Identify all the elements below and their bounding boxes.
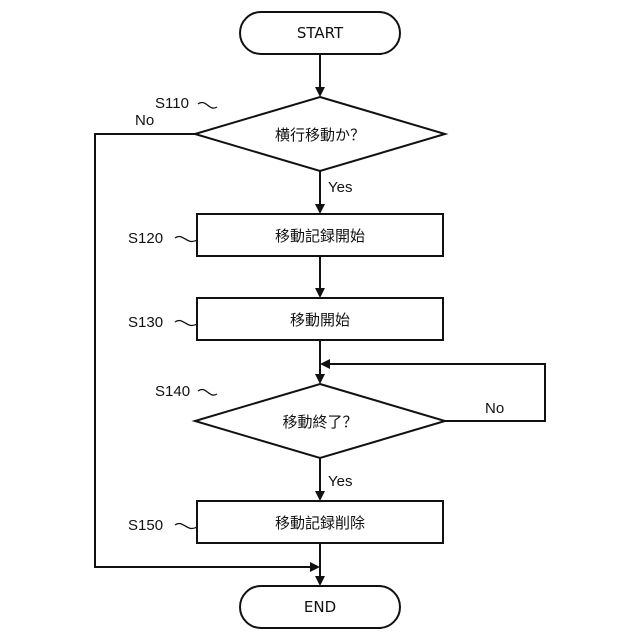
branch-yes-s110: Yes: [328, 179, 352, 196]
decision-s110-text: 横行移動か？: [275, 126, 365, 144]
step-label-s130: S130: [128, 314, 163, 331]
process-s130-text: 移動開始: [290, 311, 350, 329]
leader-s120: [175, 236, 197, 241]
start-label: START: [297, 24, 344, 42]
step-label-s150: S150: [128, 517, 163, 534]
leader-s130: [175, 320, 197, 325]
branch-no-s140: No: [485, 400, 504, 417]
process-s150-text: 移動記録削除: [275, 514, 365, 532]
decision-s140-text: 移動終了？: [282, 413, 357, 431]
end-label: END: [304, 598, 336, 616]
step-label-s140: S140: [155, 383, 190, 400]
leader-s140: [198, 389, 217, 395]
leader-s150: [175, 523, 197, 528]
leader-s110: [198, 102, 217, 108]
branch-yes-s140: Yes: [328, 473, 352, 490]
step-label-s120: S120: [128, 230, 163, 247]
process-s120-text: 移動記録開始: [275, 227, 365, 245]
step-label-s110: S110: [155, 95, 189, 112]
branch-no-s110: No: [135, 112, 154, 129]
